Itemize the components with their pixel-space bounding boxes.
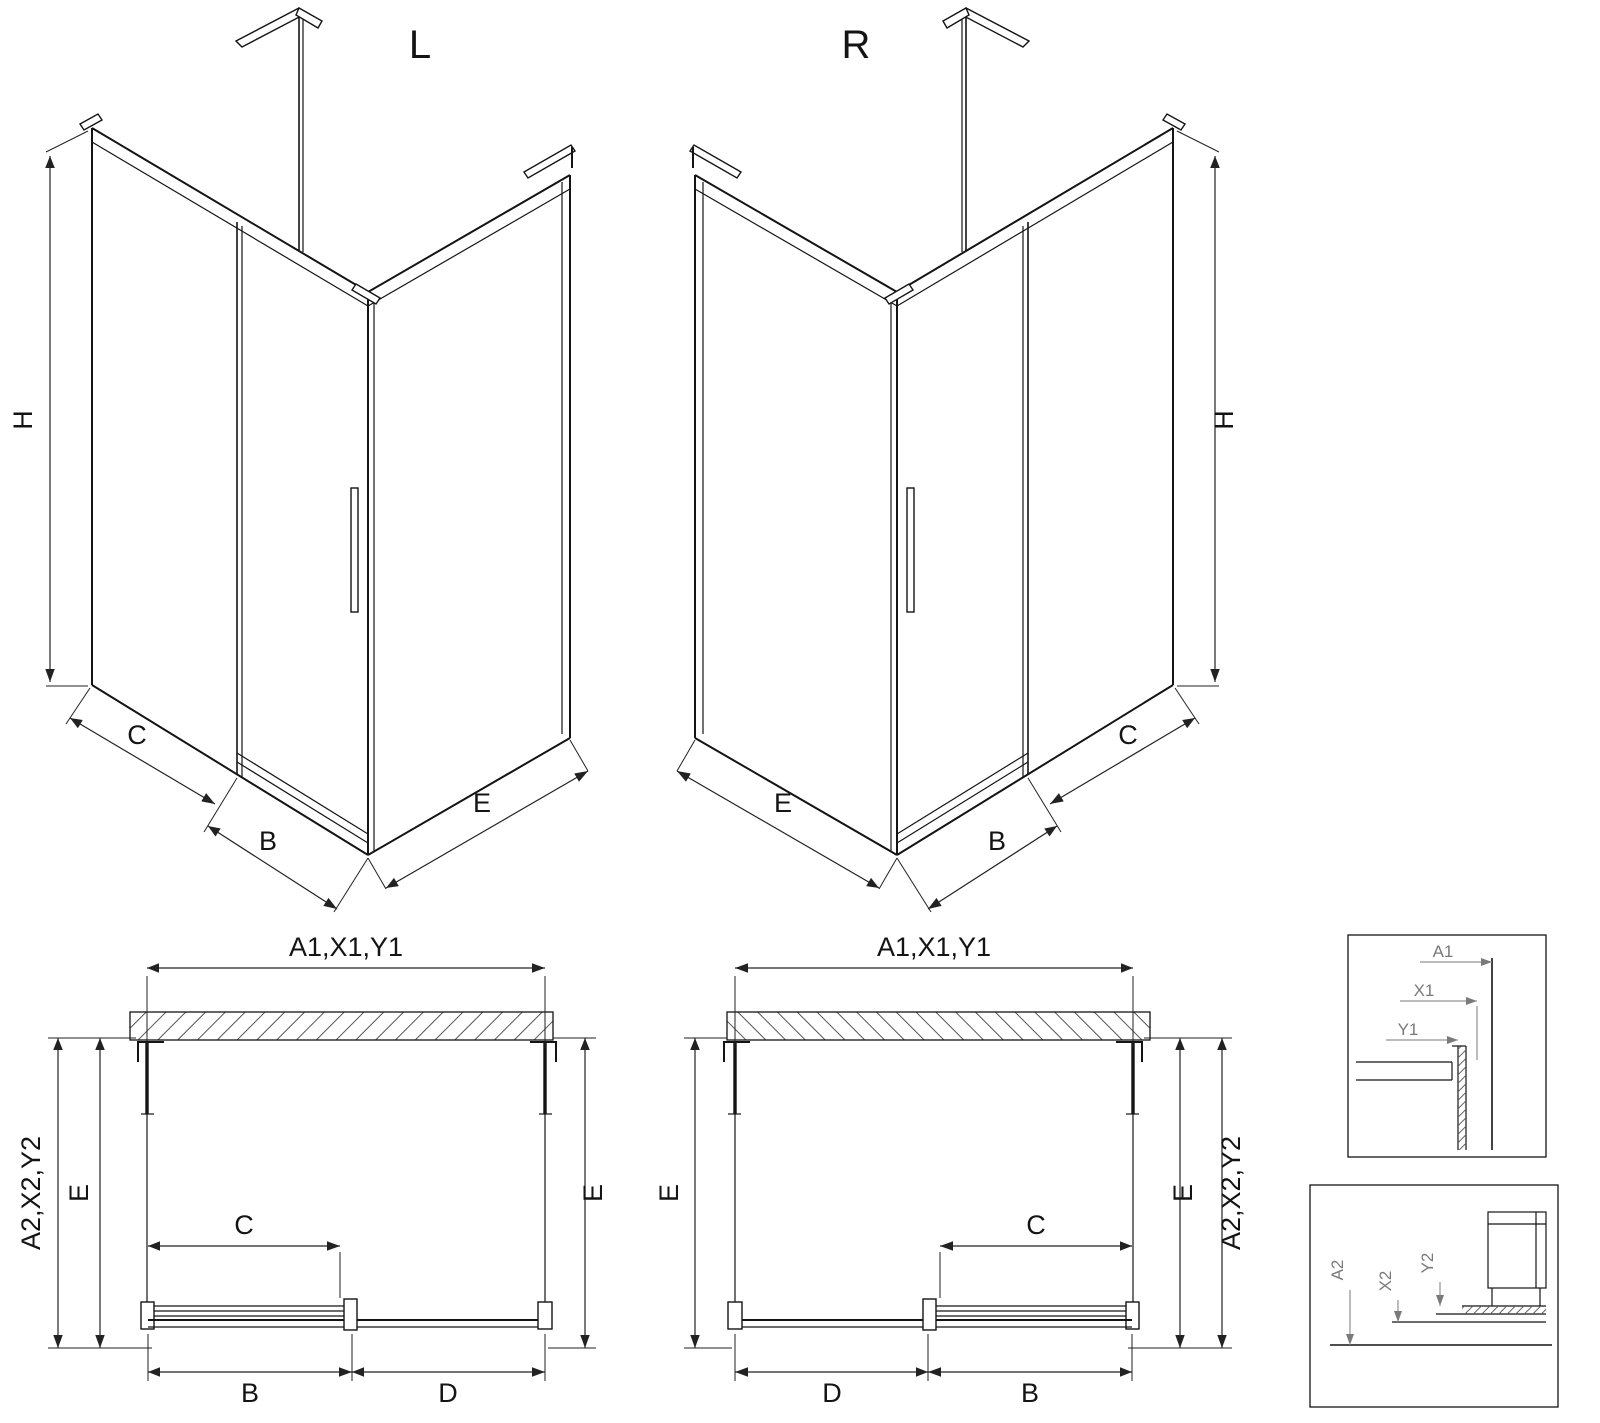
plan-right-dim-b-label: B (1021, 1378, 1039, 1408)
plan-right-dim-a1-label: A1,X1,Y1 (877, 932, 991, 962)
plan-left-dim-d-label: D (438, 1378, 458, 1408)
detail-top-linework (1347, 934, 1547, 1158)
detail-top-dim-x1-label: X1 (1414, 981, 1435, 1000)
plan-right-dim-d-label: D (822, 1378, 842, 1408)
detail-top-dim-y1-label: Y1 (1398, 1020, 1419, 1039)
detail-bottom-dim-y2-label: Y2 (1418, 1253, 1437, 1274)
plan-left-dim-a2-label: A2,X2,Y2 (16, 1136, 46, 1250)
plan-left-dim-e-right-label: E (578, 1184, 608, 1202)
iso-right-dim-b-label: B (988, 826, 1006, 856)
iso-right-title: R (842, 23, 871, 67)
plan-right-dim-a2-label: A2,X2,Y2 (1216, 1136, 1246, 1250)
iso-right-dim-e-label: E (774, 788, 792, 818)
plan-left-dim-b-label: B (241, 1378, 259, 1408)
plan-left-linework (48, 968, 596, 1381)
plan-left-dim-c-label: C (234, 1210, 254, 1240)
detail-bottom-dim-a2-label: A2 (1328, 1260, 1347, 1281)
iso-left-dim-c-label: C (127, 720, 147, 750)
plan-right-dim-c-label: C (1026, 1210, 1046, 1240)
iso-right-dim-c-label: C (1118, 720, 1138, 750)
plan-right-linework (684, 968, 1232, 1381)
iso-left-linework (46, 8, 588, 912)
iso-left-dim-b-label: B (259, 826, 277, 856)
plan-right-dim-e-left-label: E (654, 1184, 684, 1202)
plan-right-dim-e-right-label: E (1168, 1184, 1198, 1202)
iso-right-dim-h-label: H (1209, 410, 1239, 430)
iso-right-linework (677, 8, 1219, 912)
detail-bottom-linework (1309, 1184, 1559, 1408)
plan-left-dim-e-left-label: E (64, 1184, 94, 1202)
iso-left-dim-h-label: H (8, 410, 38, 430)
iso-left-title: L (409, 23, 431, 67)
detail-bottom-dim-x2-label: X2 (1376, 1271, 1395, 1292)
detail-top-dim-a1-label: A1 (1433, 942, 1454, 961)
iso-left-dim-e-label: E (473, 788, 491, 818)
plan-left-dim-a1-label: A1,X1,Y1 (289, 932, 403, 962)
